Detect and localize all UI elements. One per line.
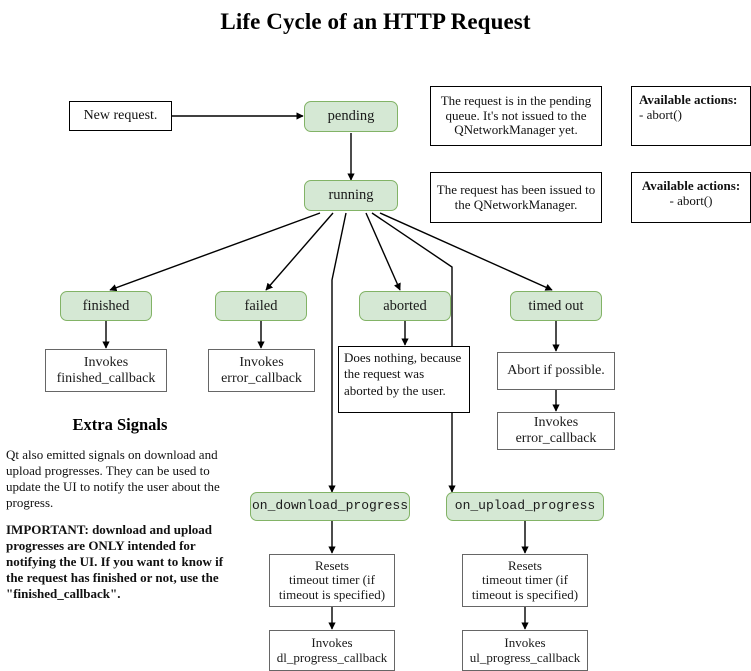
extra-signals-paragraph-2: IMPORTANT: download and upload progresse… (6, 522, 224, 601)
node-abort-if-possible[interactable]: Abort if possible. (497, 352, 615, 390)
node-on-upload-progress[interactable]: on_upload_progress (446, 492, 604, 521)
node-invokes-error-callback[interactable]: Invokes error_callback (208, 349, 315, 392)
edge-running-to-timed-out (379, 212, 553, 291)
extra-signals-paragraph-1: Qt also emitted signals on download and … (6, 447, 220, 510)
node-finished[interactable]: finished (60, 291, 152, 321)
annotation-running-actions-heading: Available actions: (641, 178, 741, 193)
node-resets-timeout-timer-dl[interactable]: Resets timeout timer (if timeout is spec… (269, 554, 395, 607)
node-pending[interactable]: pending (304, 101, 398, 132)
node-new-request[interactable]: New request. (69, 101, 172, 131)
annotation-running-actions-list: - abort() (669, 192, 713, 208)
extra-signals-heading: Extra Signals (72, 415, 168, 434)
annotation-pending-actions-heading: Available actions: (639, 92, 738, 107)
edge-running-to-finished (109, 212, 321, 292)
node-invokes-ul-progress-callback[interactable]: Invokes ul_progress_callback (462, 630, 588, 671)
node-invokes-dl-progress-callback[interactable]: Invokes dl_progress_callback (269, 630, 395, 671)
node-invokes-error-callback-timeout[interactable]: Invokes error_callback (497, 412, 615, 450)
node-resets-timeout-timer-ul[interactable]: Resets timeout timer (if timeout is spec… (462, 554, 588, 607)
node-invokes-finished-callback[interactable]: Invokes finished_callback (45, 349, 167, 392)
extra-signals-panel: Extra Signals Qt also emitted signals on… (6, 415, 234, 602)
node-aborted-note: Does nothing, because the request was ab… (338, 346, 470, 413)
annotation-pending-actions-list: - abort() (639, 106, 682, 122)
annotation-running-actions: Available actions: - abort() (631, 172, 751, 223)
edge-running-to-failed (265, 212, 334, 291)
node-timed-out[interactable]: timed out (510, 291, 602, 321)
node-on-download-progress[interactable]: on_download_progress (250, 492, 410, 521)
page-title: Life Cycle of an HTTP Request (220, 9, 531, 34)
node-running[interactable]: running (304, 180, 398, 211)
node-aborted[interactable]: aborted (359, 291, 451, 321)
node-failed[interactable]: failed (215, 291, 307, 321)
annotation-pending-actions: Available actions: - abort() (631, 86, 751, 146)
annotation-pending-description: The request is in the pending queue. It'… (430, 86, 602, 146)
edge-running-to-aborted (365, 212, 401, 291)
annotation-running-description: The request has been issued to the QNetw… (430, 172, 602, 223)
